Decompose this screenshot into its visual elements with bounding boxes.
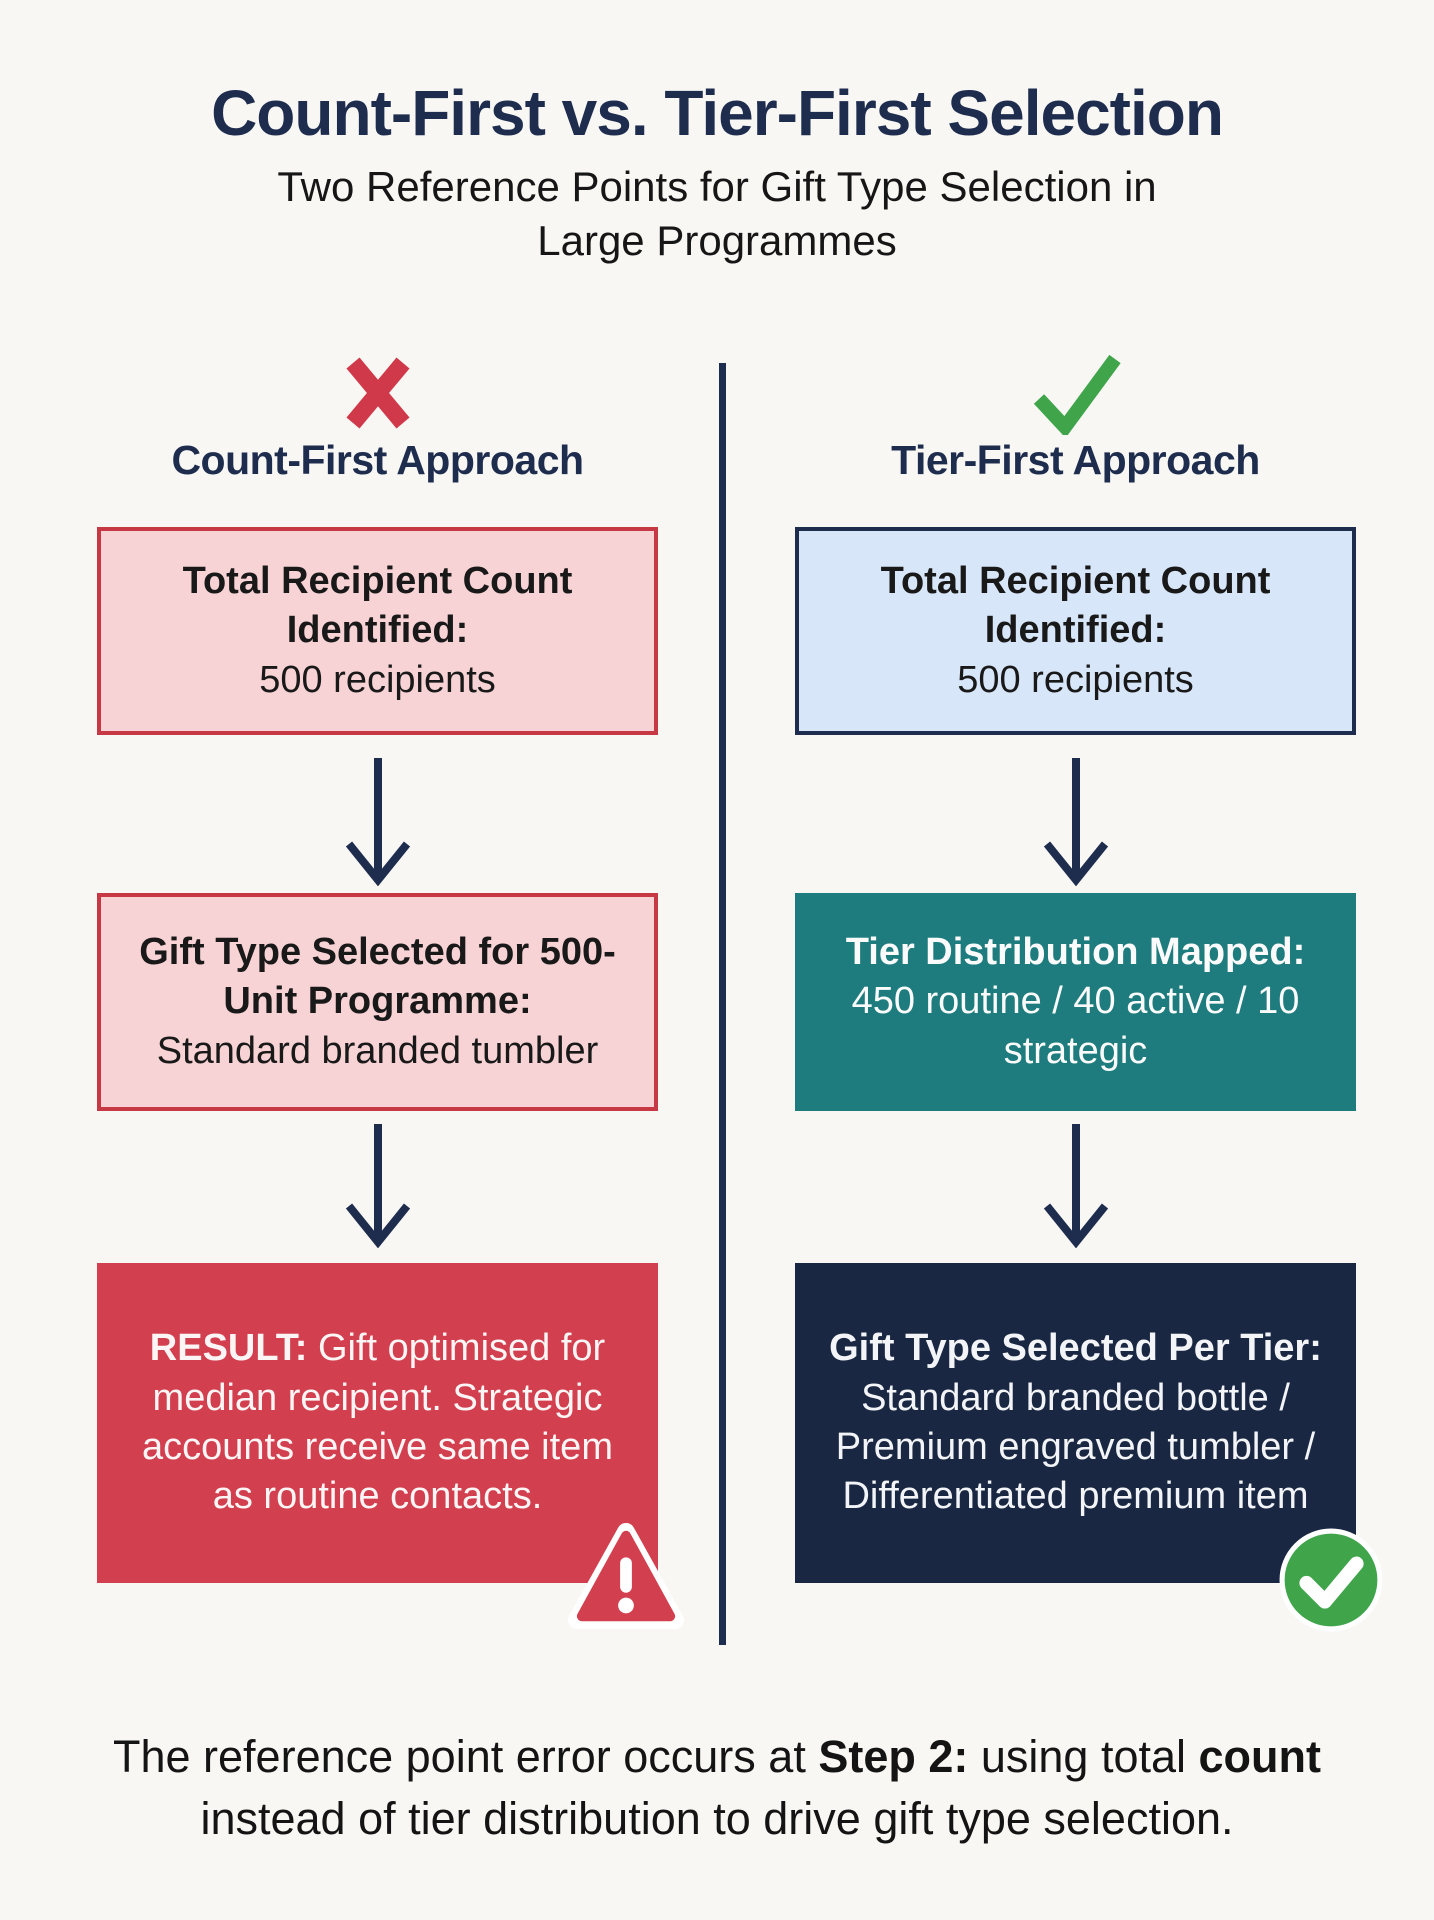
tier-first-result-box: Gift Type Selected Per Tier: Standard br… bbox=[795, 1263, 1356, 1583]
step1-body: 500 recipients bbox=[259, 658, 496, 701]
result-body: Gift optimised for median recipient. Str… bbox=[142, 1327, 613, 1518]
footer-caption: The reference point error occurs at Step… bbox=[67, 1726, 1367, 1850]
down-arrow-icon bbox=[97, 1120, 658, 1248]
page-title: Count-First vs. Tier-First Selection bbox=[211, 77, 1224, 149]
step1-head: Total Recipient Count Identified: bbox=[182, 559, 573, 652]
down-arrow-icon bbox=[795, 754, 1356, 886]
warning-triangle-icon bbox=[567, 1520, 685, 1637]
step1-body: 500 recipients bbox=[957, 658, 1194, 701]
down-arrow-icon bbox=[795, 1120, 1356, 1248]
step3-body: Standard branded bottle / Premium engrav… bbox=[835, 1376, 1316, 1518]
check-circle-icon bbox=[1277, 1526, 1385, 1639]
tier-first-step2-box: Tier Distribution Mapped: 450 routine / … bbox=[795, 893, 1356, 1111]
footer-line-2: instead of tier distribution to drive gi… bbox=[200, 1793, 1234, 1845]
count-first-step1-box: Total Recipient Count Identified: 500 re… bbox=[97, 527, 658, 735]
footer-bold-step: Step 2: bbox=[818, 1731, 969, 1782]
column-divider bbox=[719, 363, 726, 1645]
check-icon bbox=[795, 350, 1356, 436]
footer-line-1: The reference point error occurs at Step… bbox=[67, 1726, 1367, 1788]
footer-text: using total bbox=[968, 1731, 1199, 1782]
step2-body: Standard branded tumbler bbox=[156, 1029, 599, 1072]
page-subtitle: Two Reference Points for Gift Type Selec… bbox=[277, 163, 1157, 264]
count-first-step2-box: Gift Type Selected for 500-Unit Programm… bbox=[97, 893, 658, 1111]
footer-bold-count: count bbox=[1198, 1731, 1321, 1782]
step2-head: Gift Type Selected for 500-Unit Programm… bbox=[139, 930, 616, 1023]
result-text: RESULT: Gift optimised for median recipi… bbox=[129, 1324, 626, 1522]
tier-first-step1-box: Total Recipient Count Identified: 500 re… bbox=[795, 527, 1356, 735]
count-first-header: Count-First Approach bbox=[171, 437, 584, 483]
tier-first-header: Tier-First Approach bbox=[891, 437, 1260, 483]
step3-head: Gift Type Selected Per Tier: bbox=[829, 1327, 1322, 1370]
result-lead: RESULT: bbox=[149, 1327, 308, 1370]
down-arrow-icon bbox=[97, 754, 658, 886]
step2-head: Tier Distribution Mapped: bbox=[845, 930, 1306, 973]
step1-head: Total Recipient Count Identified: bbox=[880, 559, 1271, 652]
count-first-result-box: RESULT: Gift optimised for median recipi… bbox=[97, 1263, 658, 1583]
x-icon bbox=[97, 350, 658, 436]
step2-body: 450 routine / 40 active / 10 strategic bbox=[851, 980, 1300, 1072]
footer-text: The reference point error occurs at bbox=[113, 1731, 819, 1782]
